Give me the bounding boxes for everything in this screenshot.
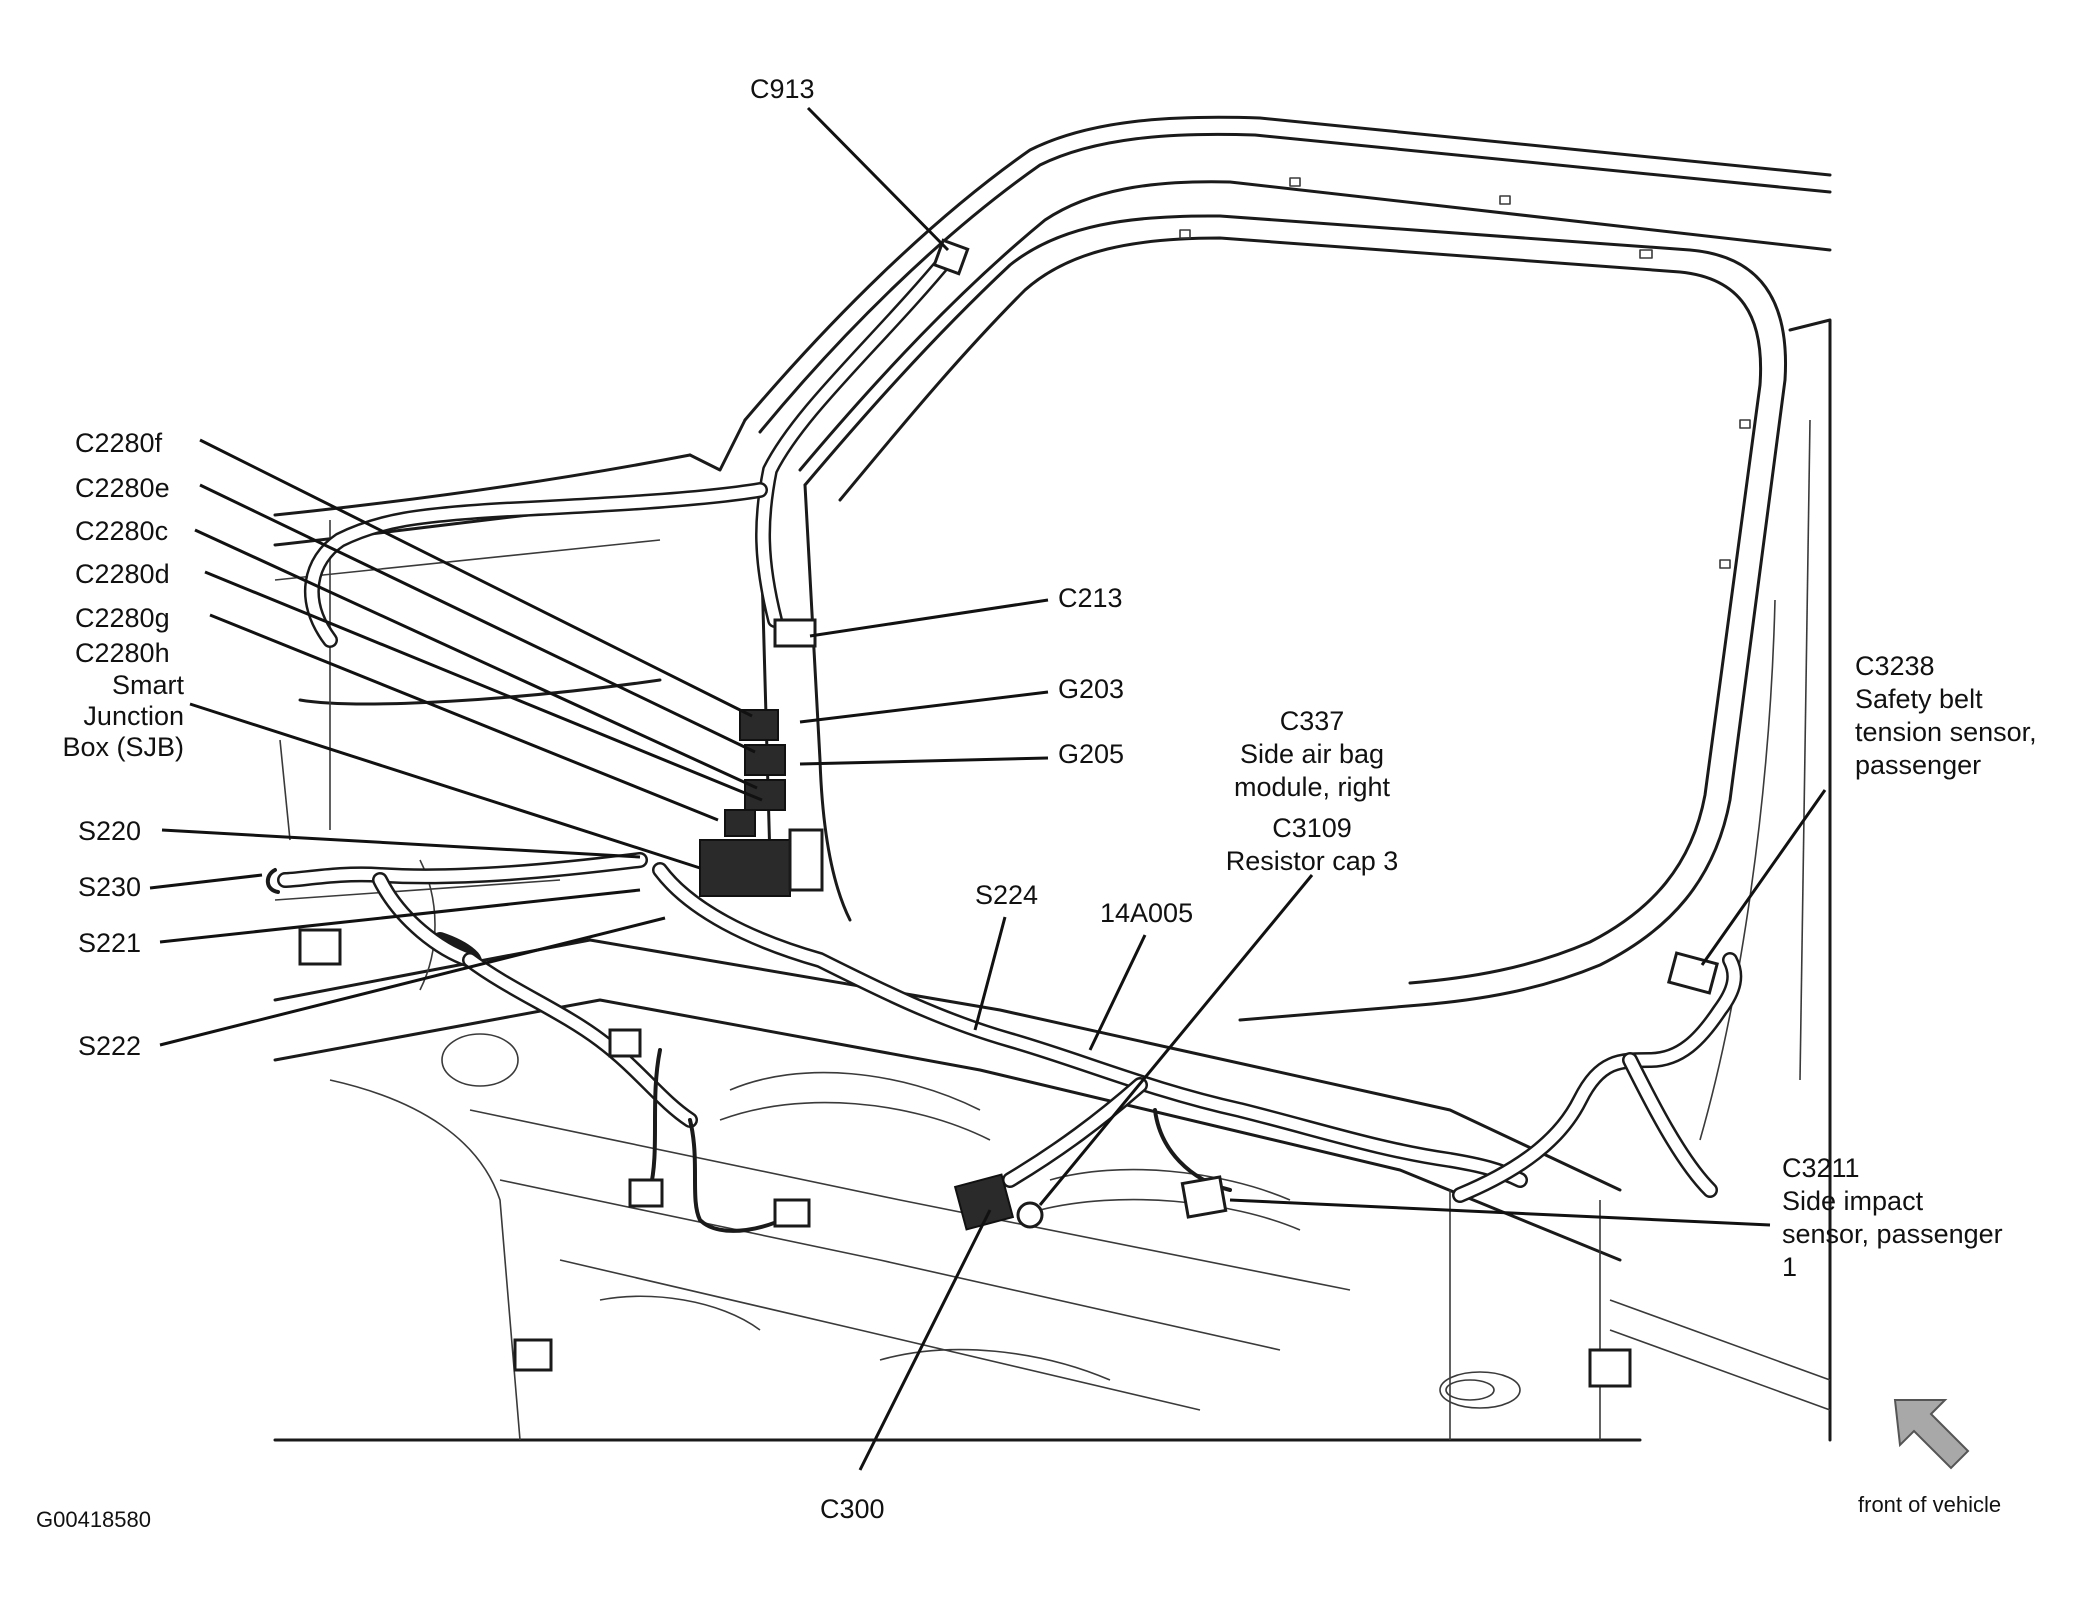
leader-c2280f: [199, 438, 753, 718]
label-c3211-desc3: 1: [1782, 1252, 1797, 1282]
label-s230: S230: [78, 872, 141, 902]
label-c3238-desc2: tension sensor,: [1855, 717, 2037, 747]
leader-s221: [159, 888, 641, 944]
label-sjb-line3: Box (SJB): [62, 732, 184, 762]
leader-s222: [159, 916, 666, 1047]
leader-c213: [809, 598, 1049, 638]
leader-c3238: [1700, 789, 1827, 966]
leader-s230: [149, 873, 263, 890]
leader-s220: [161, 828, 641, 859]
front-of-vehicle-label: front of vehicle: [1858, 1492, 2001, 1517]
leader-lines: [149, 106, 1827, 1471]
label-g205: G205: [1058, 739, 1124, 769]
connectors: [298, 238, 1720, 1388]
label-s224: S224: [975, 880, 1038, 910]
front-of-vehicle-indicator: front of vehicle: [1858, 1399, 2001, 1517]
front-arrow-icon: [1893, 1399, 1970, 1470]
label-c913: C913: [750, 74, 815, 104]
leader-c2280c: [194, 528, 758, 790]
label-c337: C337: [1280, 706, 1345, 736]
label-c3109-desc: Resistor cap 3: [1226, 846, 1399, 876]
label-c3109: C3109: [1272, 813, 1352, 843]
leader-g205: [799, 756, 1049, 766]
label-sjb-line2: Junction: [83, 701, 184, 731]
label-sjb-line1: Smart: [112, 670, 185, 700]
label-c2280e: C2280e: [75, 473, 170, 503]
label-c3211-desc2: sensor, passenger: [1782, 1219, 2003, 1249]
label-c2280d: C2280d: [75, 559, 170, 589]
label-c3211-desc1: Side impact: [1782, 1186, 1924, 1216]
leader-c2280d: [204, 570, 763, 802]
leader-c3109: [1038, 874, 1314, 1206]
label-c337-desc1: Side air bag: [1240, 739, 1384, 769]
figure-id: G00418580: [36, 1507, 151, 1532]
label-c2280c: C2280c: [75, 516, 168, 546]
label-c3238-desc1: Safety belt: [1855, 684, 1983, 714]
label-c2280g: C2280g: [75, 603, 170, 633]
label-c3238: C3238: [1855, 651, 1935, 681]
leader-c913: [806, 106, 950, 252]
callout-labels: C913 C2280f C2280e C2280c C2280d C2280g …: [62, 74, 2036, 1524]
label-s222: S222: [78, 1031, 141, 1061]
label-c213: C213: [1058, 583, 1123, 613]
label-c3211: C3211: [1782, 1153, 1860, 1183]
label-s220: S220: [78, 816, 141, 846]
label-c2280f: C2280f: [75, 428, 163, 458]
vehicle-body-outline: [273, 115, 1832, 1442]
leader-s224: [973, 916, 1007, 1031]
leader-14a005: [1088, 934, 1147, 1051]
leader-c2280g: [209, 613, 719, 822]
label-s221: S221: [78, 928, 141, 958]
label-g203: G203: [1058, 674, 1124, 704]
label-c3238-desc3: passenger: [1855, 750, 1981, 780]
label-c337-desc2: module, right: [1234, 772, 1391, 802]
leader-c3211: [1229, 1198, 1771, 1227]
wiring-harness: [265, 247, 1743, 1233]
label-c2280h: C2280h: [75, 638, 170, 668]
leader-c2280h: [189, 702, 701, 870]
label-c300: C300: [820, 1494, 885, 1524]
label-14a005: 14A005: [1100, 898, 1193, 928]
leader-g203: [799, 690, 1049, 724]
leader-c2280e: [199, 483, 756, 754]
leader-c300: [858, 1209, 992, 1471]
